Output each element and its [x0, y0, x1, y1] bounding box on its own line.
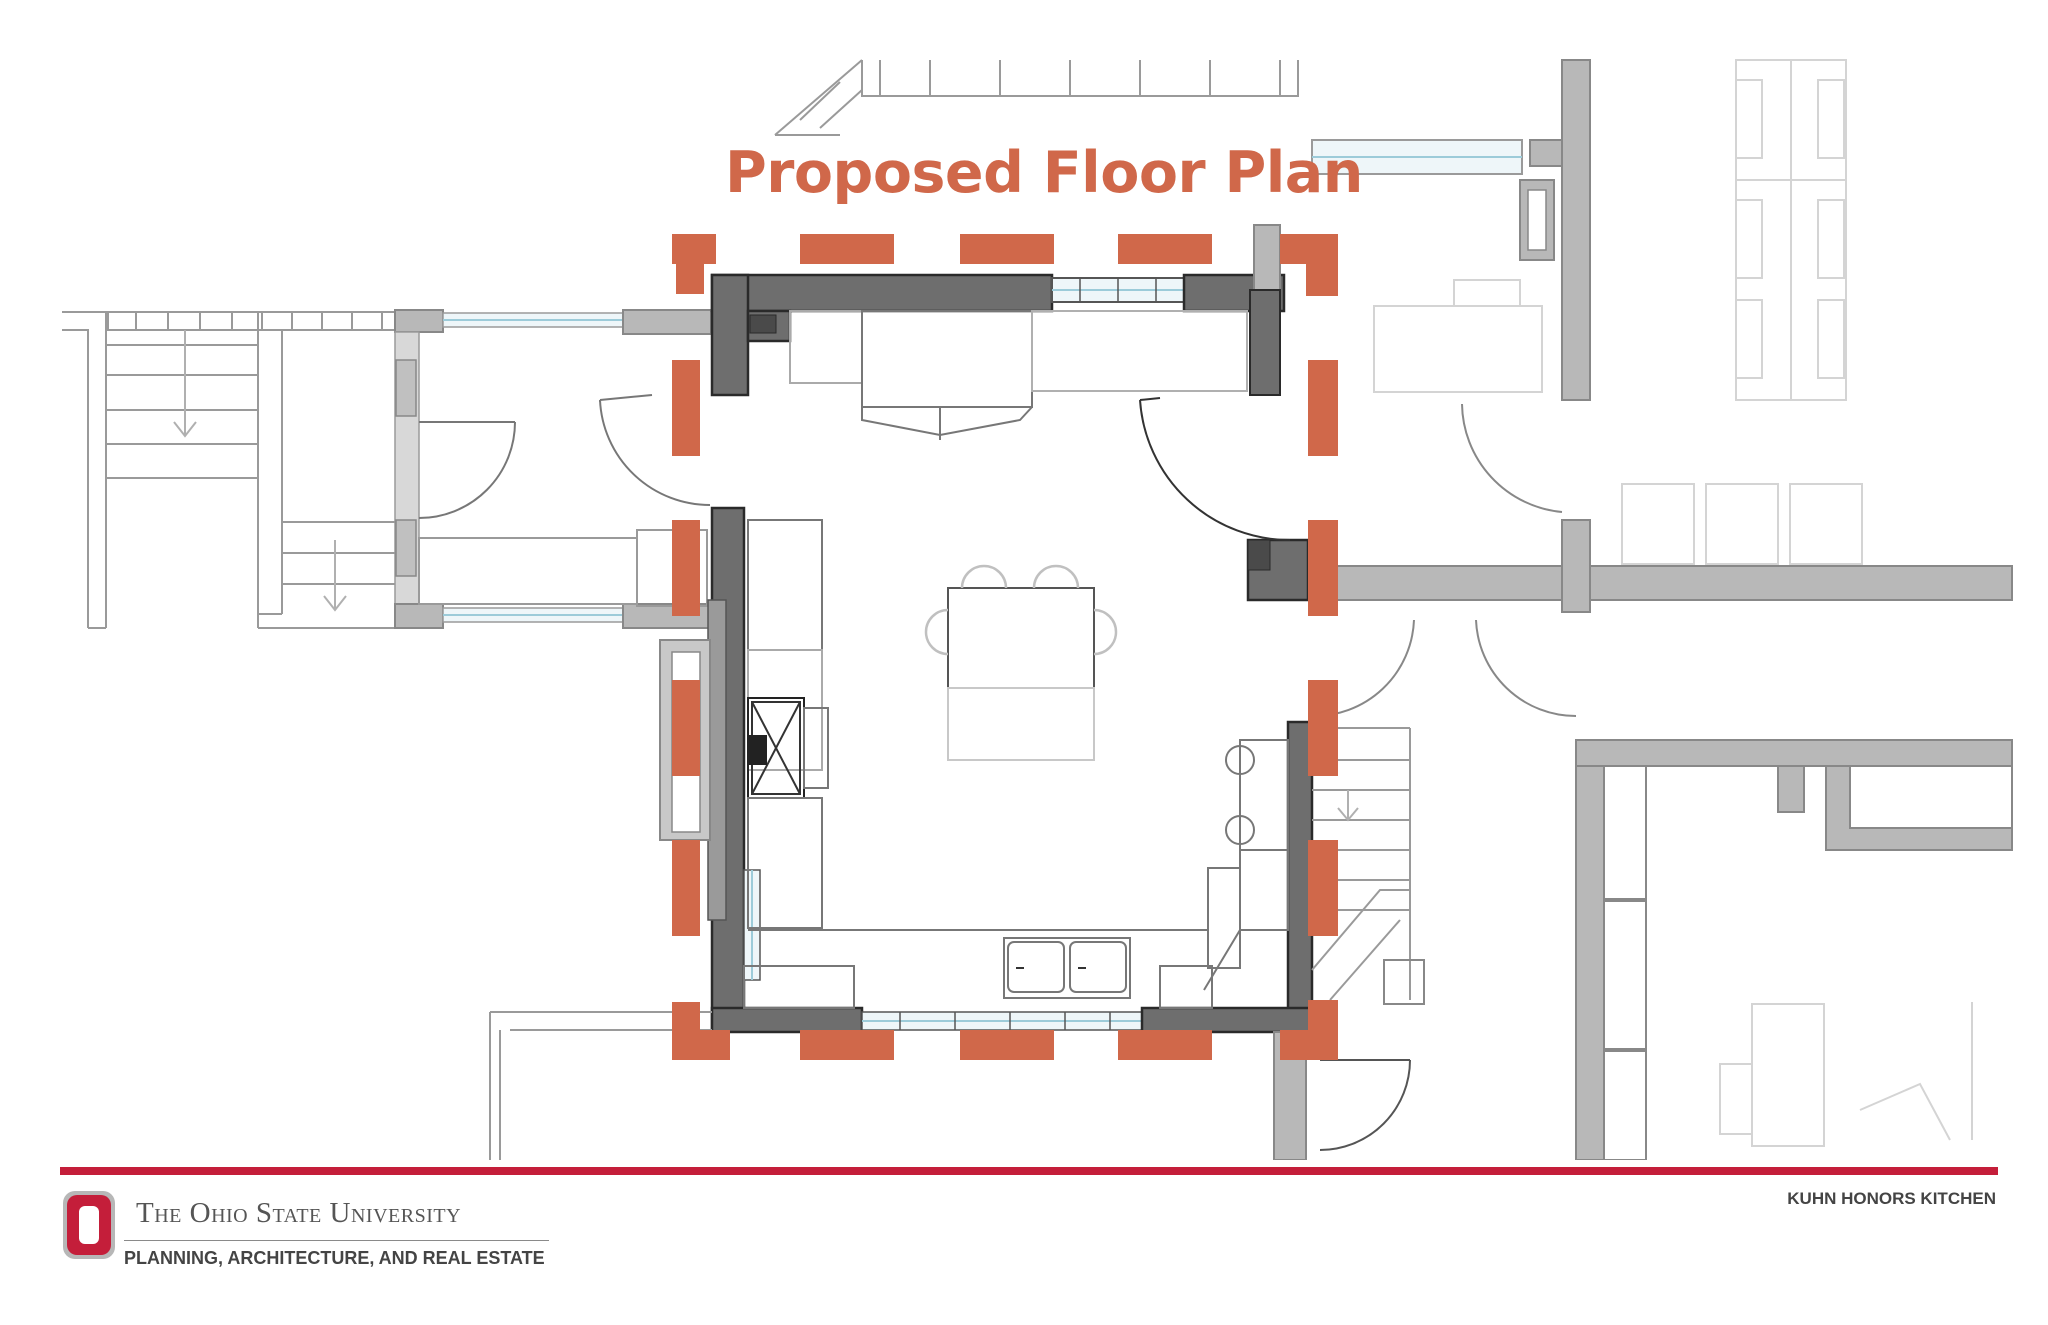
- footer-divider: [60, 1167, 1998, 1175]
- plan-title: Proposed Floor Plan: [725, 140, 1363, 206]
- proposed-area-highlight: [672, 234, 1338, 1060]
- university-name: The Ohio State University: [136, 1197, 462, 1229]
- right-furniture: [1373, 59, 1973, 1147]
- department-name: PLANNING, ARCHITECTURE, AND REAL ESTATE: [124, 1248, 545, 1268]
- dining-table: [947, 587, 1095, 761]
- osu-block-o-logo: [63, 1191, 115, 1259]
- down-arrow-icon: [323, 540, 347, 612]
- chairs: [924, 564, 1118, 656]
- top-stair: [774, 59, 1299, 136]
- project-name: KUHN HONORS KITCHEN: [1787, 1189, 1996, 1208]
- kitchen-casework: [743, 310, 1291, 1009]
- kitchen-walls: [659, 224, 1314, 1034]
- vestibule: [394, 309, 712, 629]
- university-underline: [124, 1240, 549, 1241]
- east-stair: [489, 727, 1425, 1160]
- floor-plan-drawing: [62, 59, 2013, 1160]
- right-rooms: [1311, 59, 2013, 1160]
- down-arrow-icon: [173, 330, 197, 438]
- left-stairs: [62, 311, 395, 629]
